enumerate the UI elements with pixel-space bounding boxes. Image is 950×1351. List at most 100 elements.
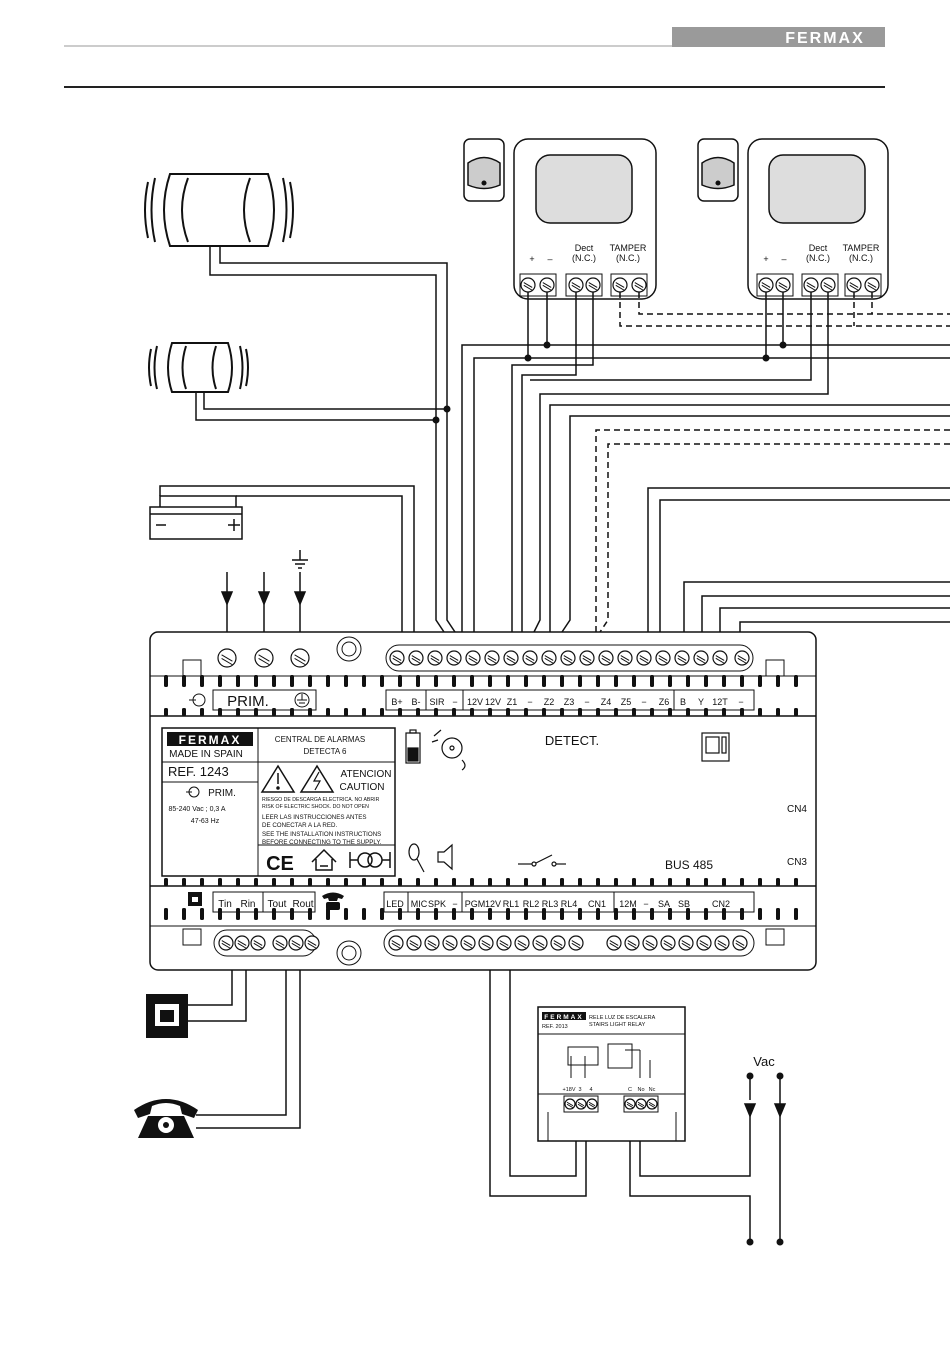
screw-terminal-icon — [803, 277, 819, 293]
screw-terminal-icon — [564, 1098, 576, 1110]
top-terminal-label: B — [680, 697, 686, 707]
screw-terminal-icon — [624, 935, 640, 951]
screw-terminal-icon — [234, 935, 250, 951]
bottom-right-terminal-label: LED — [386, 899, 404, 909]
screw-terminal-icon — [408, 650, 424, 666]
top-terminal-label: Y — [698, 697, 704, 707]
bottom-right-terminal-label: SB — [678, 899, 690, 909]
bottom-right-terminal-label: CN2 — [712, 899, 730, 909]
bottom-right-terminal-label: SA — [658, 899, 670, 909]
screw-terminal-icon — [388, 935, 404, 951]
sensor-2-tamper-nc: (N.C.) — [849, 253, 873, 263]
relay-terminal-c: C — [628, 1087, 632, 1093]
info-ref: REF. 1243 — [168, 764, 229, 779]
screw-terminal-icon — [674, 650, 690, 666]
panel-ribs-top — [164, 675, 798, 687]
relay-terminals — [564, 1098, 658, 1110]
top-terminal-label: − — [584, 697, 589, 707]
info-warning-2: RISK OF ELECTRIC SHOCK. DO NOT OPEN — [262, 804, 369, 810]
screw-terminal-icon — [693, 650, 709, 666]
top-terminal-label: Z1 — [507, 697, 518, 707]
top-terminal-label: Z4 — [601, 697, 612, 707]
info-caution: CAUTION — [340, 782, 385, 793]
screw-terminal-icon — [631, 277, 647, 293]
bottom-left-terminal-label: Rin — [240, 899, 255, 910]
mains-input-arrows — [220, 572, 307, 645]
bottom-right-terminal-label: MIC — [411, 899, 428, 909]
cn4-label: CN4 — [787, 804, 807, 815]
panel-ribs-bottom — [164, 908, 798, 920]
screw-terminal-icon — [424, 935, 440, 951]
screw-terminal-icon — [484, 650, 500, 666]
screw-terminal-icon — [585, 277, 601, 293]
top-terminal-label: Z2 — [544, 697, 555, 707]
top-terminal-label: Z6 — [659, 697, 670, 707]
screw-terminal-icon — [218, 935, 234, 951]
relay-title-2: STAIRS LIGHT RELAY — [589, 1022, 646, 1028]
pir-sensor-1-lens-icon — [463, 138, 505, 202]
screw-terminal-icon — [660, 935, 676, 951]
top-terminal-label: − — [527, 697, 532, 707]
transformer-icon — [349, 852, 391, 868]
screw-terminal-icon — [732, 935, 748, 951]
pir-sensor-2: + – Dect (N.C.) TAMPER (N.C.) — [697, 138, 889, 300]
info-warning-5: SEE THE INSTALLATION INSTRUCTIONS — [262, 831, 381, 838]
screw-terminal-icon — [586, 1098, 598, 1110]
relay-terminal-nc: Nc — [649, 1087, 656, 1093]
screw-terminal-icon — [560, 650, 576, 666]
screw-terminal-icon — [541, 650, 557, 666]
shock-warning-icon — [299, 764, 335, 793]
info-warning-4: DE CONECTAR A LA RED. — [262, 822, 337, 829]
ce-mark: CE — [266, 853, 294, 875]
info-prim: PRIM. — [208, 788, 236, 799]
screw-terminal-icon — [272, 935, 288, 951]
screw-terminal-icon — [598, 650, 614, 666]
earth-icon — [294, 692, 310, 708]
sensor-1-terminals — [520, 277, 647, 293]
relay-ref: REF. 2013 — [542, 1024, 568, 1030]
bus-label: BUS 485 — [665, 858, 713, 872]
screw-terminal-icon — [478, 935, 494, 951]
info-warning-3: LEER LAS INSTRUCCIONES ANTES — [262, 814, 367, 821]
screw-terminal-icon — [617, 650, 633, 666]
top-terminal-label: 12T — [712, 697, 728, 707]
bottom-right-terminal-label: RL1 — [503, 899, 520, 909]
screw-terminal-icon — [734, 650, 750, 666]
screw-terminal-icon — [864, 277, 880, 293]
warning-icon — [260, 764, 296, 793]
screw-terminal-icon — [427, 650, 443, 666]
screw-terminal-icon — [520, 277, 536, 293]
microphone-icon — [408, 843, 425, 873]
siren-large-icon — [144, 173, 294, 247]
sensor-1-dect-label: Dect — [575, 243, 594, 253]
bottom-left-terminals — [218, 935, 320, 951]
screw-terminal-icon — [465, 650, 481, 666]
bottom-left-terminal-label: Rout — [292, 899, 313, 910]
bottom-right-terminal-label: 12M — [619, 899, 637, 909]
stairs-light-relay: FERMAX REF. 2013 RELE LUZ DE ESCALERA ST… — [537, 1006, 686, 1142]
bottom-right-terminal-label: − — [643, 899, 648, 909]
top-terminal-label: 12V — [467, 697, 483, 707]
tamper-dashed-lines — [595, 292, 950, 633]
relay-terminal-3: 3 — [578, 1087, 581, 1093]
screw-terminal-icon — [714, 935, 730, 951]
screw-terminal-icon — [288, 935, 304, 951]
screw-terminal-icon — [575, 1098, 587, 1110]
info-attention: ATENCION — [341, 769, 392, 780]
screw-terminal-icon — [579, 650, 595, 666]
sensor-2-dect-nc: (N.C.) — [806, 253, 830, 263]
sensor-2-plus: + — [763, 254, 768, 264]
bottom-right-terminal-label: SPK — [428, 899, 446, 909]
siren-bell-icon — [431, 729, 466, 771]
screw-terminal-icon — [496, 935, 512, 951]
screw-terminal-icon — [568, 277, 584, 293]
siren-small-icon — [148, 342, 249, 393]
top-terminal-label: Z5 — [621, 697, 632, 707]
screw-terminal-icon — [446, 650, 462, 666]
info-warning-6: BEFORE CONNECTING TO THE SUPPLY. — [262, 839, 382, 846]
top-terminal-label: − — [452, 697, 457, 707]
screw-terminal-icon — [775, 277, 791, 293]
screw-terminal-icon — [712, 650, 728, 666]
top-terminal-label: − — [641, 697, 646, 707]
